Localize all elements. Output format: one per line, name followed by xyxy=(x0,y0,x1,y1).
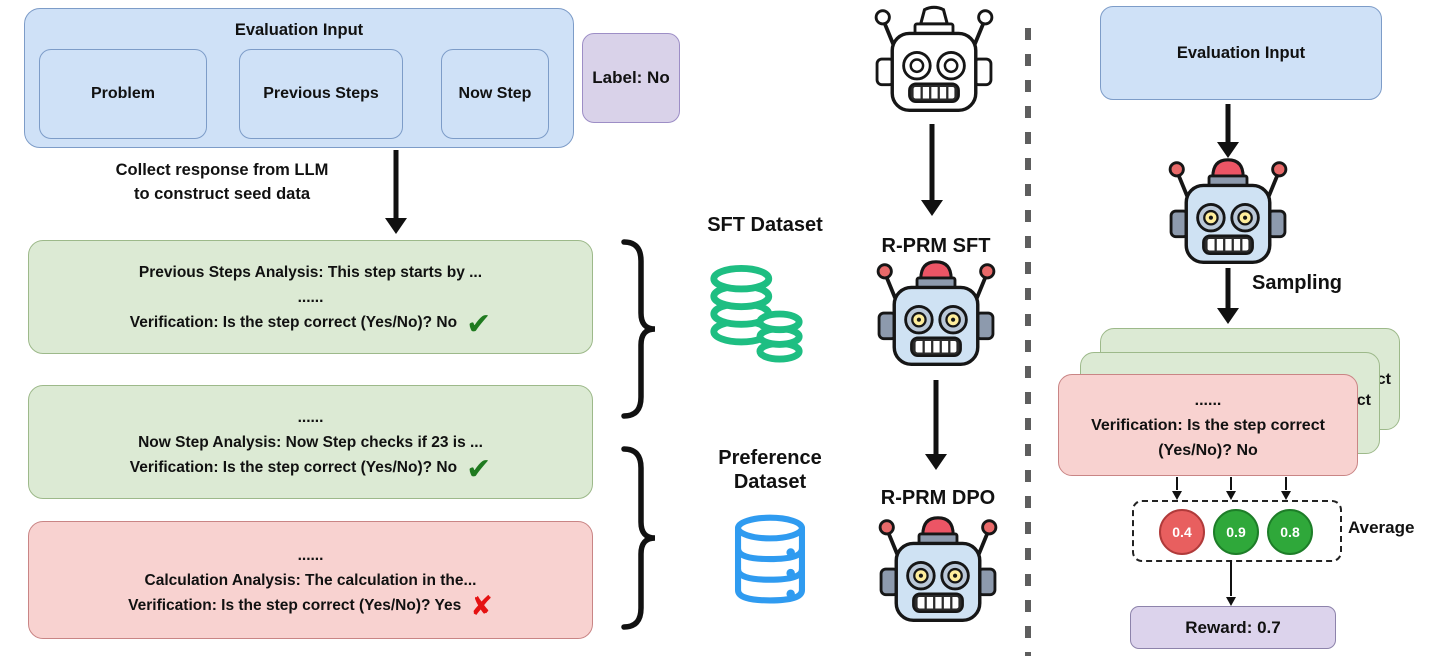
reward-box: Reward: 0.7 xyxy=(1130,606,1336,649)
label-box: Label: No xyxy=(582,33,680,123)
rprm-sft-robot-icon xyxy=(873,258,999,370)
brace-preference xyxy=(621,446,656,630)
collect-note: Collect response from LLM to construct s… xyxy=(62,158,382,206)
right-evaluation-input-title: Evaluation Input xyxy=(1176,43,1306,62)
arrow-llm-to-sft xyxy=(921,124,943,216)
average-label: Average xyxy=(1348,518,1415,537)
sampling-label: Sampling xyxy=(1252,272,1343,294)
arrow-score-3 xyxy=(1280,477,1292,500)
card3-line2: Calculation Analysis: The calculation in… xyxy=(144,571,477,589)
card1-line2: ...... xyxy=(297,288,324,306)
score-circle-2: 0.9 xyxy=(1213,509,1259,555)
rprm-dpo-robot-icon xyxy=(875,514,1001,626)
collect-note-line1: Collect response from LLM xyxy=(115,161,329,179)
now-step-box: Now Step xyxy=(441,49,549,139)
check-icon: ✔ xyxy=(466,307,492,341)
sample-card-middle-fragment: ct xyxy=(1356,392,1371,409)
preference-dataset-label: Preference Dataset xyxy=(718,447,822,493)
front-card-line2: Verification: Is the step correct xyxy=(1091,416,1325,434)
inference-robot-icon xyxy=(1165,156,1291,268)
right-evaluation-input-box: Evaluation Input xyxy=(1100,6,1382,100)
cross-icon: ✘ xyxy=(470,590,493,621)
evaluation-input-title: Evaluation Input xyxy=(234,21,364,39)
arrow-to-reward xyxy=(1225,560,1237,606)
response-card-1: Previous Steps Analysis: This step start… xyxy=(28,240,593,354)
sample-card-front: ...... Verification: Is the step correct… xyxy=(1058,374,1358,476)
rprm-sft-label: R-PRM SFT xyxy=(881,235,991,257)
brace-sft xyxy=(621,239,656,419)
sft-dataset-label: SFT Dataset xyxy=(707,214,823,236)
card2-line3: Verification: Is the step correct (Yes/N… xyxy=(129,452,492,486)
arrow-score-2 xyxy=(1225,477,1237,500)
arrow-input-to-robot xyxy=(1217,104,1239,158)
score-circle-3: 0.8 xyxy=(1267,509,1313,555)
score-box: 0.4 0.9 0.8 xyxy=(1132,500,1342,562)
card2-line2: Now Step Analysis: Now Step checks if 23… xyxy=(138,433,483,451)
sample-card-back-fragment: ct xyxy=(1376,371,1391,388)
arrow-sft-to-dpo xyxy=(925,380,947,470)
rprm-dpo-label: R-PRM DPO xyxy=(880,487,996,509)
response-card-3: ...... Calculation Analysis: The calcula… xyxy=(28,521,593,639)
previous-steps-box: Previous Steps xyxy=(239,49,403,139)
card3-line3: Verification: Is the step correct (Yes/N… xyxy=(128,590,493,621)
check-icon: ✔ xyxy=(466,452,492,486)
front-card-line3: (Yes/No)? No xyxy=(1158,441,1258,459)
arrow-evalinput-to-seed xyxy=(385,150,407,234)
collect-note-line2: to construct seed data xyxy=(133,185,311,203)
response-card-2: ...... Now Step Analysis: Now Step check… xyxy=(28,385,593,499)
preference-dataset-icon xyxy=(723,512,817,608)
sft-dataset-icon xyxy=(705,263,807,365)
card1-line3: Verification: Is the step correct (Yes/N… xyxy=(129,307,492,341)
card1-line1: Previous Steps Analysis: This step start… xyxy=(138,263,483,281)
section-divider xyxy=(1025,28,1031,656)
card2-line1: ...... xyxy=(297,408,324,426)
arrow-score-1 xyxy=(1171,477,1183,500)
card3-line1: ...... xyxy=(297,546,324,564)
llm-robot-icon xyxy=(871,4,997,116)
problem-box: Problem xyxy=(39,49,207,139)
evaluation-input-box: Evaluation Input Problem Previous Steps … xyxy=(24,8,574,148)
front-card-line1: ...... xyxy=(1194,391,1222,409)
arrow-sampling xyxy=(1217,268,1239,324)
score-circle-1: 0.4 xyxy=(1159,509,1205,555)
